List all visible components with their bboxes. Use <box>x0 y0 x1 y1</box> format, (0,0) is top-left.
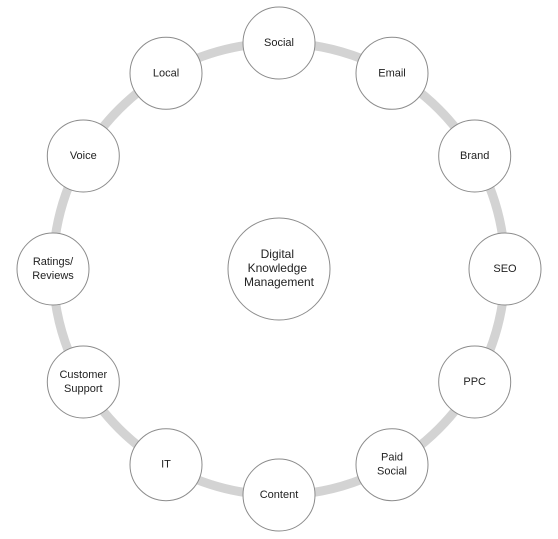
node-label-line: Social <box>377 466 407 478</box>
node-circle <box>438 345 512 419</box>
node-it: IT <box>129 428 203 502</box>
node-circle <box>16 232 90 306</box>
node-label: Ratings/Reviews <box>32 256 74 282</box>
node-label: IT <box>161 459 171 471</box>
node-circle <box>438 119 512 193</box>
node-label-line: Voice <box>70 150 97 162</box>
node-label: PPC <box>463 376 486 388</box>
node-circle <box>242 458 316 532</box>
node-label: Brand <box>460 150 489 162</box>
node-circle <box>468 232 542 306</box>
node-label: SEO <box>493 263 517 275</box>
node-seo: SEO <box>468 232 542 306</box>
node-circle <box>46 345 120 419</box>
node-label-line: Local <box>153 67 179 79</box>
node-voice: Voice <box>46 119 120 193</box>
node-label-line: Ratings/ <box>33 256 74 268</box>
node-label: Voice <box>70 150 97 162</box>
node-circle <box>46 119 120 193</box>
node-label-line: Paid <box>381 452 403 464</box>
node-circle <box>129 428 203 502</box>
node-ppc: PPC <box>438 345 512 419</box>
center-label-line-3: Management <box>244 275 315 289</box>
node-circle <box>355 428 429 502</box>
node-local: Local <box>129 36 203 110</box>
node-label-line: Content <box>260 489 299 501</box>
node-label: Local <box>153 67 179 79</box>
node-ratings-reviews: Ratings/Reviews <box>16 232 90 306</box>
node-label: Content <box>260 489 299 501</box>
node-content: Content <box>242 458 316 532</box>
center-hub: Digital Knowledge Management <box>227 217 331 321</box>
node-label-line: Support <box>64 383 103 395</box>
node-circle <box>355 36 429 110</box>
node-circle <box>242 6 316 80</box>
center-circle <box>227 217 331 321</box>
node-circle <box>129 36 203 110</box>
node-label-line: Customer <box>59 369 107 381</box>
center-label-line-1: Digital <box>261 247 294 261</box>
node-brand: Brand <box>438 119 512 193</box>
node-label-line: Email <box>378 67 406 79</box>
node-label-line: IT <box>161 459 171 471</box>
node-label: Social <box>264 37 294 49</box>
node-label-line: Social <box>264 37 294 49</box>
node-label-line: Reviews <box>32 270 74 282</box>
node-label: Email <box>378 67 406 79</box>
center-label-line-2: Knowledge <box>248 261 308 275</box>
node-label-line: SEO <box>493 263 517 275</box>
node-label-line: PPC <box>463 376 486 388</box>
node-social: Social <box>242 6 316 80</box>
node-label-line: Brand <box>460 150 489 162</box>
node-email: Email <box>355 36 429 110</box>
center-label: Digital Knowledge Management <box>244 247 315 289</box>
